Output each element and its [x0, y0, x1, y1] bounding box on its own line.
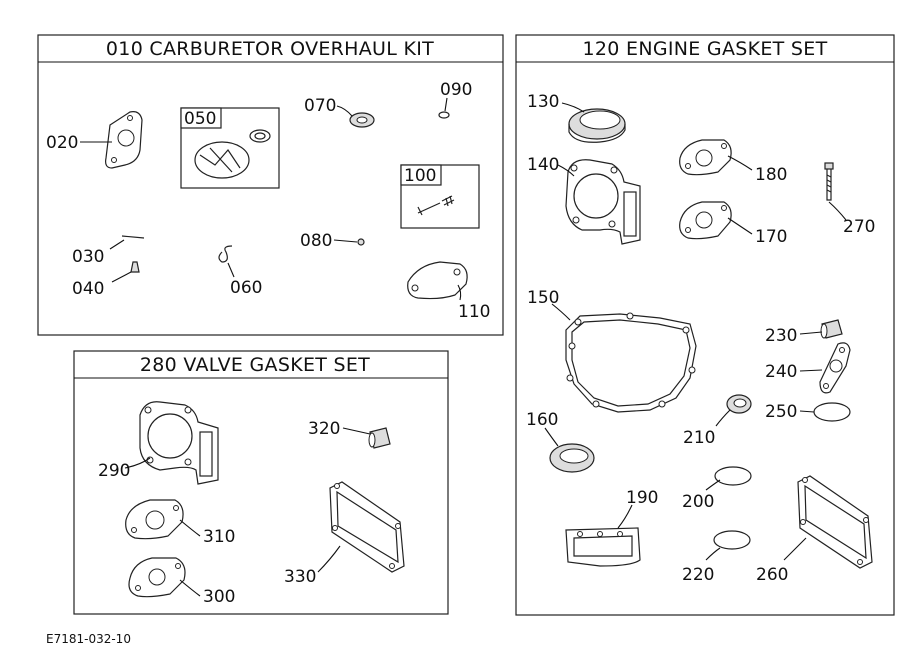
label-230: 230	[765, 326, 797, 346]
part-070-seal	[349, 112, 375, 128]
part-150-crankcase-gasket	[565, 312, 697, 413]
label-060: 060	[230, 278, 262, 298]
part-020-gasket	[105, 111, 143, 169]
label-320: 320	[308, 419, 340, 439]
label-140: 140	[527, 155, 559, 175]
label-150: 150	[527, 288, 559, 308]
label-210: 210	[683, 428, 715, 448]
label-020: 020	[46, 133, 78, 153]
label-200: 200	[682, 492, 714, 512]
footer-code: E7181-032-10	[46, 632, 131, 646]
label-030: 030	[72, 247, 104, 267]
part-270-bolt	[824, 162, 834, 201]
part-330-cover-gasket	[329, 481, 405, 573]
label-130: 130	[527, 92, 559, 112]
label-190: 190	[626, 488, 658, 508]
part-080	[357, 238, 365, 246]
part-060-spring	[218, 245, 233, 263]
label-220: 220	[682, 565, 714, 585]
part-160-oil-seal	[549, 443, 595, 473]
label-110: 110	[458, 302, 490, 322]
label-050: 050	[184, 109, 216, 129]
label-300: 300	[203, 587, 235, 607]
part-040-needle	[130, 261, 140, 273]
part-170-gasket	[679, 201, 732, 240]
label-260: 260	[756, 565, 788, 585]
part-200-o-ring	[714, 466, 752, 486]
panel-carburetor-overhaul-kit: 010 CARBURETOR OVERHAUL KIT 020 050 070	[37, 34, 504, 336]
panel-title: 280 VALVE GASKET SET	[140, 354, 370, 376]
part-140-head-gasket	[565, 159, 641, 245]
part-030-pin	[121, 235, 145, 239]
part-050-kit: 050	[180, 107, 280, 189]
part-260-cover-gasket	[797, 475, 873, 569]
panel-valve-gasket-set: 280 VALVE GASKET SET 290 320 310	[73, 350, 449, 615]
label-250: 250	[765, 402, 797, 422]
panel-title: 120 ENGINE GASKET SET	[583, 38, 828, 60]
part-240-gasket	[819, 342, 851, 394]
label-100: 100	[404, 166, 436, 186]
part-090	[438, 111, 450, 119]
label-180: 180	[755, 165, 787, 185]
part-130-oil-seal	[568, 108, 626, 143]
part-180-gasket	[679, 139, 732, 176]
label-170: 170	[755, 227, 787, 247]
label-270: 270	[843, 217, 875, 237]
label-040: 040	[72, 279, 104, 299]
label-160: 160	[526, 410, 558, 430]
panel-frame	[73, 350, 449, 615]
part-290-head-gasket	[139, 401, 219, 485]
label-080: 080	[300, 231, 332, 251]
label-330: 330	[284, 567, 316, 587]
part-300-gasket	[128, 557, 186, 598]
label-240: 240	[765, 362, 797, 382]
part-100-kit: 100	[400, 164, 480, 229]
part-230	[820, 319, 843, 339]
panel-engine-gasket-set: 120 ENGINE GASKET SET 130 140	[515, 34, 895, 616]
part-190-gasket	[565, 527, 641, 567]
part-110-gasket	[407, 261, 468, 300]
label-310: 310	[203, 527, 235, 547]
label-090: 090	[440, 80, 472, 100]
label-290: 290	[98, 461, 130, 481]
part-210-seal	[726, 394, 752, 414]
label-070: 070	[304, 96, 336, 116]
part-320	[368, 427, 391, 449]
part-220-o-ring	[713, 530, 751, 550]
panel-title: 010 CARBURETOR OVERHAUL KIT	[106, 38, 434, 60]
